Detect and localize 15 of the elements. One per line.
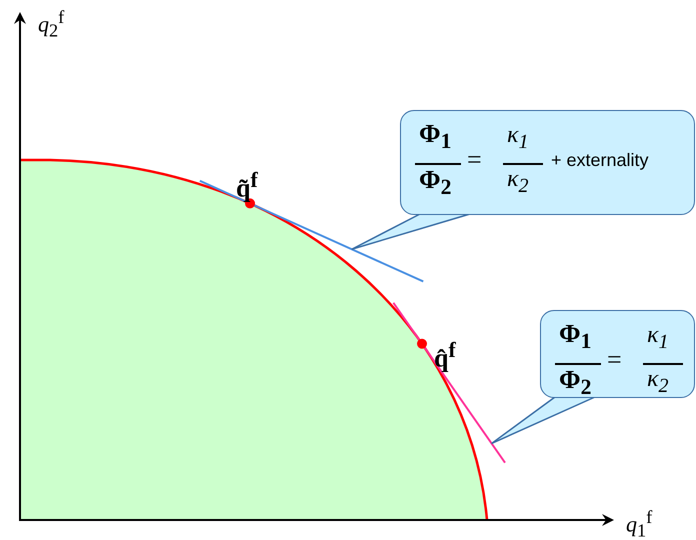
leader-line [491, 396, 556, 444]
leader-line [351, 213, 420, 250]
formula-text: κ$_{1}$ [647, 323, 669, 352]
point-label: q̂$^{f}$ [434, 340, 456, 372]
formula-text: = [607, 347, 622, 373]
formula-text: = [467, 147, 482, 173]
formula-text: Φ$_{2}$ [419, 167, 452, 199]
formula-text: κ$_{2}$ [647, 367, 669, 396]
formula-text: κ$_{1}$ [507, 123, 529, 152]
point-label: q̃$^{f}$ [236, 170, 258, 202]
formula-text: Φ$_{1}$ [559, 321, 592, 353]
formula-text: Φ$_{2}$ [559, 367, 592, 399]
formula-text: + externality [551, 151, 649, 169]
formula-text: Φ$_{1}$ [419, 121, 452, 153]
formula-text: κ$_{2}$ [507, 167, 529, 196]
